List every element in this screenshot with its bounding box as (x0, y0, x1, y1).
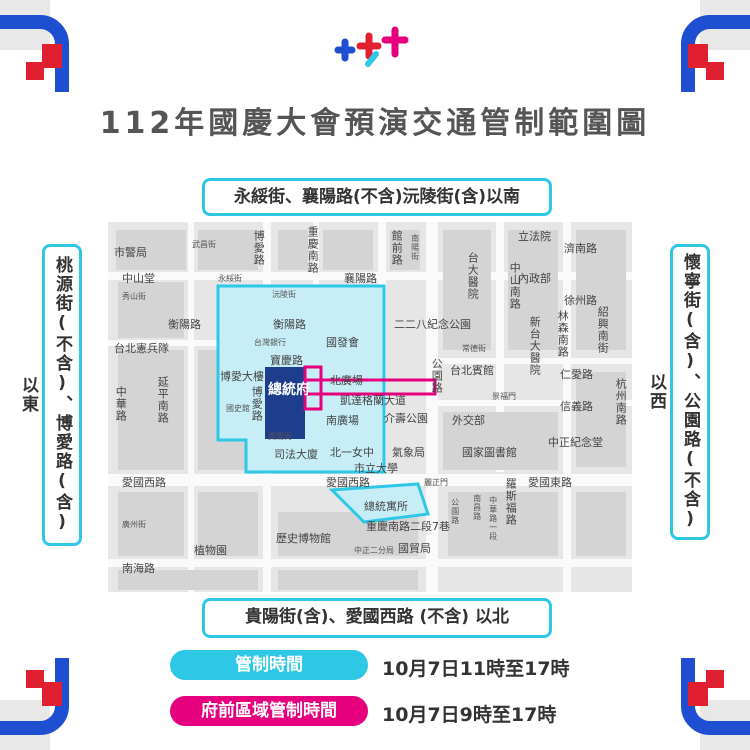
label-zhongzheng-gate: 麗正門 (424, 478, 448, 487)
label-roosevelt: 羅斯福路 (504, 478, 518, 526)
front-time-text: 10月7日9時至17時 (382, 700, 556, 727)
label-history: 國史館 (226, 404, 250, 413)
label-xuzhou: 徐州路 (564, 294, 597, 307)
label-bank: 台灣銀行 (254, 338, 286, 347)
front-time-pill: 府前區域管制時間 (170, 696, 368, 726)
label-hangzhou: 杭州南路 (614, 378, 628, 426)
corner-decoration-bottom-right (681, 658, 750, 750)
front-hours: 9時至17時 (459, 704, 557, 726)
label-library: 國家圖書館 (462, 446, 517, 459)
label-yuanling: 沅陵街 (272, 290, 296, 299)
label-nanyang: 南陽街 (410, 234, 420, 261)
label-cks-memorial: 中正紀念堂 (548, 436, 603, 449)
label-hengyang-in: 衡陽路 (273, 318, 306, 331)
label-peace-park: 二二八紀念公園 (394, 318, 471, 331)
label-wuchang: 武昌街 (192, 240, 216, 249)
label-zhonghua: 中華路 (114, 386, 128, 422)
front-date: 10月7日 (382, 704, 460, 726)
label-boai-in: 博愛路 (250, 386, 264, 422)
label-judicial: 立法院 (518, 230, 551, 243)
label-palace-building: 博愛大樓 (220, 370, 264, 383)
label-police: 市警局 (114, 246, 147, 259)
label-aiguo-west: 愛國西路 (122, 476, 166, 489)
label-ntu-hospital: 台大醫院 (466, 252, 480, 300)
label-zhonghua-2: 中華路一段 (488, 496, 498, 541)
label-shaoxing: 紹興南街 (596, 306, 610, 354)
label-renai: 仁愛路 (560, 368, 593, 381)
label-botanical: 植物園 (194, 544, 227, 557)
south-boundary-box: 貴陽街(含)、愛國西路 (不含) 以北 (202, 598, 552, 638)
label-jinan: 濟南路 (564, 242, 597, 255)
label-nanchang: 南昌路 (472, 494, 482, 521)
traffic-control-map: 市警局 武昌街 博愛路 重慶南路 館前路 南陽街 襄陽路 永綏街 中山堂 秀山街… (108, 222, 632, 592)
label-boai-north: 博愛路 (252, 230, 266, 266)
label-nanhai: 南海路 (122, 562, 155, 575)
label-guanqian: 館前路 (390, 230, 404, 266)
label-residence: 總統寓所 (364, 500, 408, 513)
control-hours: 11時至17時 (459, 658, 570, 680)
label-weather: 氣象局 (392, 446, 425, 459)
label-xiushan: 秀山街 (122, 292, 146, 301)
label-gongyuan: 公園路 (430, 358, 444, 394)
label-gongyuan-2: 公園路 (450, 498, 460, 525)
label-palace: 總統府 (268, 382, 310, 398)
label-baoqing: 寶慶路 (270, 354, 303, 367)
label-south-plaza: 南廣場 (326, 414, 359, 427)
label-yongsui: 永綏街 (218, 274, 242, 283)
label-zhongshantang: 中山堂 (122, 272, 155, 285)
label-jieshou: 介壽公園 (384, 412, 428, 425)
label-judicial-building: 司法大廈 (274, 448, 318, 461)
page-title: 112年國慶大會預演交通管制範圍圖 (99, 106, 651, 141)
label-linsen: 林森南路 (556, 310, 570, 358)
label-neizheng: 內政部 (518, 272, 551, 285)
label-xinyi: 信義路 (560, 400, 593, 413)
label-north-plaza: 北廣場 (330, 374, 363, 387)
label-hengyang-west: 衡陽路 (168, 318, 201, 331)
control-time-text: 10月7日11時至17時 (382, 654, 570, 681)
control-date: 10月7日 (382, 658, 460, 680)
corner-decoration-top-right (681, 0, 750, 92)
label-history-museum: 歷史博物館 (276, 532, 331, 545)
label-guangzhou: 廣州街 (122, 520, 146, 529)
label-avenue: 凱達格蘭大道 (340, 394, 406, 407)
label-zhongzheng-2: 中正二分局 (354, 546, 394, 555)
national-day-logo (334, 26, 409, 67)
label-girls-high: 北一女中 (330, 446, 374, 459)
east-boundary-box: 懷寧街(含)、公園路(不含)以西 (646, 244, 710, 540)
label-chongqing-s: 重慶南路 (306, 226, 320, 274)
label-taipei-guesthouse: 台北賓館 (450, 364, 494, 377)
label-chongqing-s-2: 重慶南路二段7巷 (366, 520, 450, 533)
corner-decoration-top-left (0, 0, 69, 92)
label-national-assembly: 國發會 (326, 336, 359, 349)
west-boundary-box: 桃源街(不含)、博愛路(含)以東 (18, 244, 82, 546)
north-boundary-box: 永綏街、襄陽路(不含)沅陵街(含)以南 (202, 178, 552, 216)
label-aiguo-west-2: 愛國西路 (326, 476, 370, 489)
label-trade: 國貿局 (398, 542, 431, 555)
label-aiguo-east: 愛國東路 (528, 476, 572, 489)
label-univ: 市立大學 (354, 462, 398, 475)
control-zone-overlay (216, 284, 437, 524)
label-yanping: 延平南路 (156, 376, 170, 424)
label-ntu-new: 新台大醫院 (528, 316, 542, 376)
label-mofa: 外交部 (452, 414, 485, 427)
label-jingfumen: 景福門 (492, 392, 516, 401)
label-zhongshan-s: 中山南路 (508, 262, 522, 310)
label-guiyang: 貴陽街 (268, 432, 292, 441)
control-time-pill: 管制時間 (170, 650, 368, 680)
label-changde: 常德街 (462, 344, 486, 353)
label-xiangyang: 襄陽路 (344, 272, 377, 285)
label-military: 台北憲兵隊 (114, 342, 169, 355)
corner-decoration-bottom-left (0, 658, 69, 750)
